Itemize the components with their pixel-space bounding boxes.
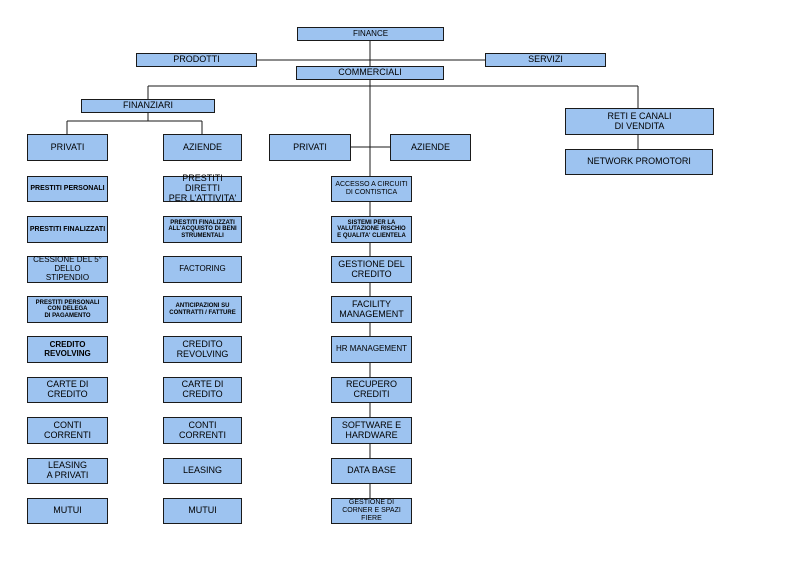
servizi-item-recupero-crediti: RECUPERO CREDITI	[331, 377, 412, 403]
servizi-item-label: DATA BASE	[347, 465, 396, 476]
aziende-item-label: FACTORING	[179, 264, 226, 274]
aziende-item-anticipazioni: ANTICIPAZIONI SU CONTRATTI / FATTURE	[163, 296, 242, 323]
commerciali-box: COMMERCIALI	[296, 66, 444, 80]
servizi-item-label: GESTIONE DEL CREDITO	[338, 258, 405, 279]
finance-label: FINANCE	[352, 28, 389, 38]
aziende-item-credito-revolving: CREDITO REVOLVING	[163, 336, 242, 363]
finance-box: FINANCE	[297, 27, 444, 41]
aziende-item-prestiti-finalizzati: PRESTITI FINALIZZATI ALL'ACQUISTO DI BEN…	[163, 216, 242, 243]
commerciali-aziende-box: AZIENDE	[390, 134, 471, 161]
servizi-item-accesso-circuiti: ACCESSO A CIRCUITI DI CONTISTICA	[331, 176, 412, 202]
servizi-item-sistemi-valutazione: SISTEMI PER LA VALUTAZIONE RISCHIO E QUA…	[331, 216, 412, 243]
aziende-label: AZIENDE	[182, 141, 222, 152]
reti-canali-label: RETI E CANALI DI VENDITA	[607, 110, 672, 131]
servizi-item-gestione-corner: GESTIONE DI CORNER E SPAZI FIERE	[331, 498, 412, 524]
finanziari-label: FINANZIARI	[122, 100, 173, 111]
servizi-item-label: RECUPERO CREDITI	[345, 379, 397, 399]
aziende-item-prestiti-diretti: PRESTITI DIRETTI PER L'ATTIVITA'	[163, 173, 242, 203]
commerciali-aziende-label: AZIENDE	[410, 141, 450, 152]
network-promotori-label: NETWORK PROMOTORI	[587, 156, 691, 167]
aziende-item-label: LEASING	[182, 465, 222, 476]
servizi-item-label: SOFTWARE E HARDWARE	[341, 419, 402, 440]
prodotti-box: PRODOTTI	[136, 53, 257, 67]
servizi-item-label: ACCESSO A CIRCUITI DI CONTISTICA	[335, 181, 408, 196]
servizi-item-hr-management: HR MANAGEMENT	[331, 336, 412, 363]
servizi-box: SERVIZI	[485, 53, 606, 67]
privati-item-cessione-quinto: CESSIONE DEL 5° DELLO STIPENDIO	[27, 255, 108, 283]
network-promotori-box: NETWORK PROMOTORI	[565, 149, 713, 175]
reti-canali-box: RETI E CANALI DI VENDITA	[565, 108, 714, 135]
privati-item-label: CREDITO REVOLVING	[44, 339, 91, 358]
aziende-item-conti-correnti: CONTI CORRENTI	[163, 417, 242, 444]
privati-item-label: CESSIONE DEL 5° DELLO STIPENDIO	[33, 255, 102, 282]
privati-item-label: PRESTITI PERSONALI CON DELEGA DI PAGAMEN…	[35, 299, 100, 319]
aziende-item-leasing: LEASING	[163, 458, 242, 484]
aziende-box: AZIENDE	[163, 134, 242, 161]
commerciali-label: COMMERCIALI	[338, 67, 402, 78]
commerciali-privati-box: PRIVATI	[269, 134, 351, 161]
aziende-item-label: MUTUI	[188, 505, 217, 516]
aziende-item-factoring: FACTORING	[163, 256, 242, 283]
aziende-item-label: PRESTITI DIRETTI PER L'ATTIVITA'	[168, 173, 237, 203]
commerciali-privati-label: PRIVATI	[293, 141, 327, 152]
privati-item-prestiti-personali: PRESTITI PERSONALI	[27, 176, 108, 202]
servizi-item-data-base: DATA BASE	[331, 458, 412, 484]
privati-item-prestiti-delega: PRESTITI PERSONALI CON DELEGA DI PAGAMEN…	[27, 296, 108, 323]
privati-item-label: MUTUI	[53, 505, 82, 516]
aziende-item-mutui: MUTUI	[163, 498, 242, 524]
servizi-item-software-hardware: SOFTWARE E HARDWARE	[331, 417, 412, 444]
privati-item-label: CONTI CORRENTI	[44, 419, 91, 440]
aziende-item-label: CONTI CORRENTI	[179, 419, 226, 440]
aziende-item-label: ANTICIPAZIONI SU CONTRATTI / FATTURE	[169, 302, 236, 316]
privati-item-carte-credito: CARTE DI CREDITO	[27, 377, 108, 403]
finanziari-box: FINANZIARI	[81, 99, 215, 113]
privati-item-leasing: LEASING A PRIVATI	[27, 458, 108, 484]
servizi-label: SERVIZI	[528, 54, 563, 65]
aziende-item-carte-credito: CARTE DI CREDITO	[163, 377, 242, 403]
privati-item-credito-revolving: CREDITO REVOLVING	[27, 336, 108, 363]
privati-item-label: PRESTITI FINALIZZATI	[29, 225, 106, 233]
servizi-item-label: FACILITY MANAGEMENT	[339, 298, 404, 319]
privati-label: PRIVATI	[50, 141, 85, 152]
privati-item-conti-correnti: CONTI CORRENTI	[27, 417, 108, 444]
servizi-item-label: GESTIONE DI CORNER E SPAZI FIERE	[342, 499, 401, 522]
privati-item-label: PRESTITI PERSONALI	[30, 185, 105, 193]
servizi-item-facility-management: FACILITY MANAGEMENT	[331, 296, 412, 323]
servizi-item-gestione-credito: GESTIONE DEL CREDITO	[331, 256, 412, 283]
servizi-item-label: HR MANAGEMENT	[335, 344, 408, 354]
privati-box: PRIVATI	[27, 134, 108, 161]
privati-item-label: CARTE DI CREDITO	[46, 379, 89, 399]
privati-item-prestiti-finalizzati: PRESTITI FINALIZZATI	[27, 216, 108, 243]
privati-item-mutui: MUTUI	[27, 498, 108, 524]
servizi-item-label: SISTEMI PER LA VALUTAZIONE RISCHIO E QUA…	[337, 219, 406, 239]
aziende-item-label: CREDITO REVOLVING	[176, 338, 229, 359]
aziende-item-label: PRESTITI FINALIZZATI ALL'ACQUISTO DI BEN…	[168, 219, 237, 239]
aziende-item-label: CARTE DI CREDITO	[181, 379, 224, 399]
privati-item-label: LEASING A PRIVATI	[46, 460, 89, 480]
prodotti-label: PRODOTTI	[173, 54, 220, 65]
